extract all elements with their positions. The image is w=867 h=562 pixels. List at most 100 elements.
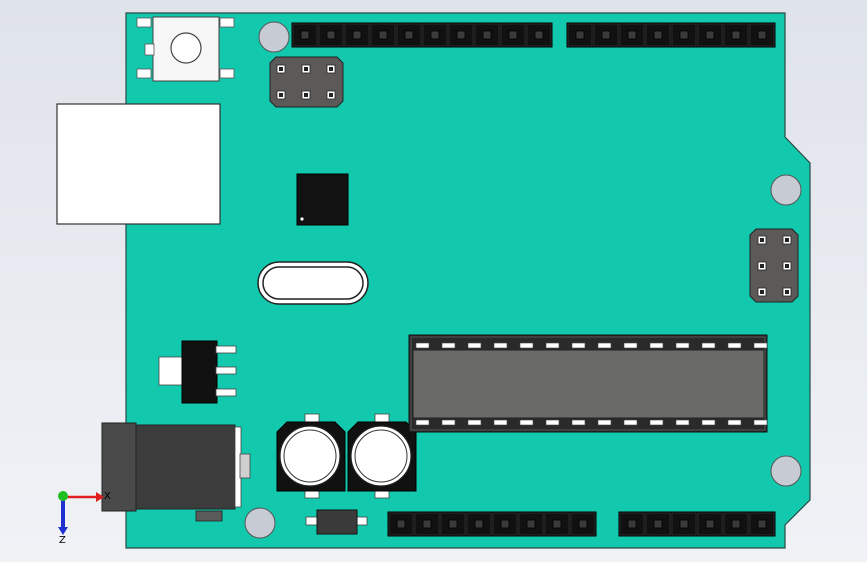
digital-left-pin-hole [534,30,544,40]
usb-connector [56,103,221,225]
digital-right-slot [671,23,697,47]
digital-right-slot [697,23,723,47]
dip-pin [675,419,690,426]
analog-pin-hole [679,519,689,529]
digital-right-slot [723,23,749,47]
icsp-pin-core [760,264,764,268]
analog-slot [619,512,645,536]
dip-pin [727,342,742,349]
digital-header-left [291,22,553,48]
icsp-pin-core [785,238,789,242]
digital-left-slot [474,23,500,47]
icsp-pin-core [785,290,789,294]
dip-pin [675,342,690,349]
digital-left-slot [396,23,422,47]
digital-left-pin-hole [404,30,414,40]
icsp-pin-core [760,238,764,242]
analog-slot [697,512,723,536]
analog-slot [749,512,775,536]
smd-diode [305,509,368,535]
dc-power-jack [101,422,251,522]
analog-slot [723,512,749,536]
power-pin-hole [448,519,458,529]
digital-right-slot [567,23,593,47]
digital-header-right [566,22,776,48]
dip-pin [441,342,456,349]
icsp-pin-core [279,67,283,71]
dip-pin [727,419,742,426]
icsp-pin-core [760,290,764,294]
mounting-hole-bottom-left [244,507,276,539]
power-pin-hole [552,519,562,529]
atmega-dip-chip [408,334,768,433]
digital-left-pin-hole [352,30,362,40]
dip-pin [649,419,664,426]
dip-pin [519,342,534,349]
digital-right-pin-hole [757,30,767,40]
digital-left-slot [344,23,370,47]
icsp-pin-core [329,67,333,71]
digital-right-slot [593,23,619,47]
digital-right-slot [619,23,645,47]
analog-pin-hole [627,519,637,529]
dip-pin [441,419,456,426]
dip-pin [545,342,560,349]
dip-pin [597,342,612,349]
icsp-pin-core [304,67,308,71]
digital-left-pin-hole [326,30,336,40]
dip-pin [701,419,716,426]
dip-pin [623,342,638,349]
digital-left-slot [500,23,526,47]
digital-left-pin-hole [430,30,440,40]
mounting-hole-right-lower [770,455,802,487]
digital-left-slot [422,23,448,47]
dip-pin [571,342,586,349]
power-slot [570,512,596,536]
reset-button[interactable] [136,16,235,82]
icsp-header-top [269,56,344,108]
power-slot [440,512,466,536]
digital-right-pin-hole [731,30,741,40]
power-pin-hole [474,519,484,529]
digital-left-pin-hole [300,30,310,40]
mounting-hole-top-left [258,21,290,53]
power-pin-hole [396,519,406,529]
power-pin-hole [526,519,536,529]
analog-header [618,511,776,537]
digital-left-pin-hole [456,30,466,40]
dip-pin [467,419,482,426]
icsp-pin-core [304,93,308,97]
digital-left-slot [292,23,318,47]
digital-right-pin-hole [627,30,637,40]
dip-pin [493,342,508,349]
dip-pin [467,342,482,349]
analog-pin-hole [705,519,715,529]
capacitor-left [276,413,346,499]
dip-pin [597,419,612,426]
analog-pin-hole [757,519,767,529]
analog-pin-hole [653,519,663,529]
digital-left-slot [448,23,474,47]
dip-pin [519,419,534,426]
power-slot [466,512,492,536]
mounting-hole-right-upper [770,174,802,206]
digital-right-pin-hole [705,30,715,40]
power-pin-hole [422,519,432,529]
digital-left-pin-hole [508,30,518,40]
power-slot [492,512,518,536]
dip-pin [415,419,430,426]
power-pin-hole [578,519,588,529]
power-slot [518,512,544,536]
dip-pin [571,419,586,426]
dip-pin [753,419,768,426]
icsp-header-right [749,228,799,303]
icsp-pin-core [279,93,283,97]
dip-pin [649,342,664,349]
digital-left-slot [526,23,552,47]
digital-left-pin-hole [378,30,388,40]
analog-slot [645,512,671,536]
dip-pin [623,419,638,426]
axis-z-label: Z [59,535,66,546]
axis-x-label: X [104,491,111,502]
